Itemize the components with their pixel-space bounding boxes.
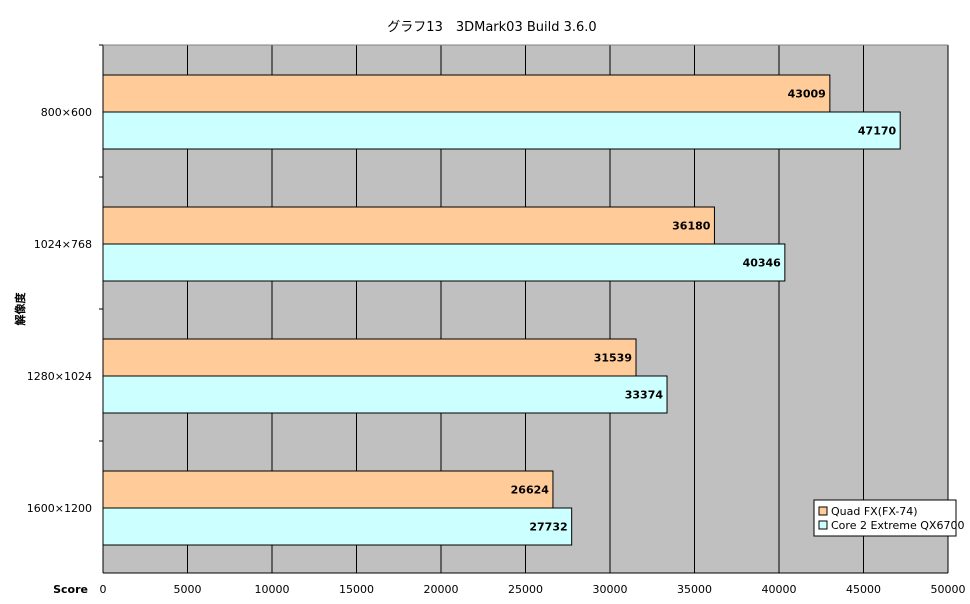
legend-entry: Quad FX(FX-74) bbox=[831, 505, 918, 518]
x-tick-labels: 0 5000 10000 15000 20000 25000 30000 35000 40000… bbox=[100, 583, 966, 596]
y-category-label: 800×600 bbox=[41, 106, 92, 119]
x-tick-label: 25000 bbox=[508, 583, 543, 596]
x-tick-label: 5000 bbox=[174, 583, 202, 596]
x-tick-label: 20000 bbox=[424, 583, 459, 596]
x-tick-label: 0 bbox=[100, 583, 107, 596]
axes bbox=[99, 44, 948, 574]
x-tick-label: 10000 bbox=[255, 583, 290, 596]
x-tick-label: 40000 bbox=[762, 583, 797, 596]
x-axis-label: Score bbox=[53, 583, 88, 596]
data-label: 36180 bbox=[672, 220, 711, 233]
y-category-label: 1024×768 bbox=[34, 238, 92, 251]
data-label: 47170 bbox=[858, 125, 897, 138]
bar bbox=[102, 375, 668, 414]
data-label: 40346 bbox=[743, 257, 782, 270]
y-category-labels: 800×600 1024×768 1280×1024 1600×1200 bbox=[27, 106, 92, 515]
legend-entry: Core 2 Extreme QX6700 bbox=[831, 519, 964, 532]
legend: Quad FX(FX-74)Core 2 Extreme QX6700 bbox=[813, 499, 964, 537]
bar bbox=[102, 470, 554, 509]
bar bbox=[102, 507, 573, 546]
legend-swatch bbox=[818, 506, 828, 516]
y-category-label: 1600×1200 bbox=[27, 502, 92, 515]
data-label: 31539 bbox=[594, 352, 632, 365]
x-tick-label: 45000 bbox=[846, 583, 881, 596]
chart-title: グラフ13 3DMark03 Build 3.6.0 bbox=[387, 20, 596, 35]
legend-box bbox=[813, 499, 957, 537]
bar bbox=[102, 74, 831, 113]
x-tick-label: 30000 bbox=[593, 583, 628, 596]
data-label: 26624 bbox=[511, 484, 550, 497]
legend-swatch bbox=[818, 520, 828, 530]
bars: 43009 47170 36180 40346 31539 33374 26624 27732 bbox=[102, 74, 901, 546]
x-tick-label: 15000 bbox=[339, 583, 374, 596]
x-tick-label: 50000 bbox=[931, 583, 966, 596]
data-label: 27732 bbox=[529, 521, 567, 534]
data-label: 43009 bbox=[788, 88, 826, 101]
bar bbox=[102, 243, 786, 282]
bar bbox=[102, 111, 901, 150]
bar bbox=[102, 338, 637, 377]
bar bbox=[102, 206, 715, 245]
x-tick-label: 35000 bbox=[677, 583, 712, 596]
data-label: 33374 bbox=[625, 389, 664, 402]
y-axis-label: 解像度 bbox=[13, 292, 27, 326]
y-category-label: 1280×1024 bbox=[27, 370, 92, 383]
